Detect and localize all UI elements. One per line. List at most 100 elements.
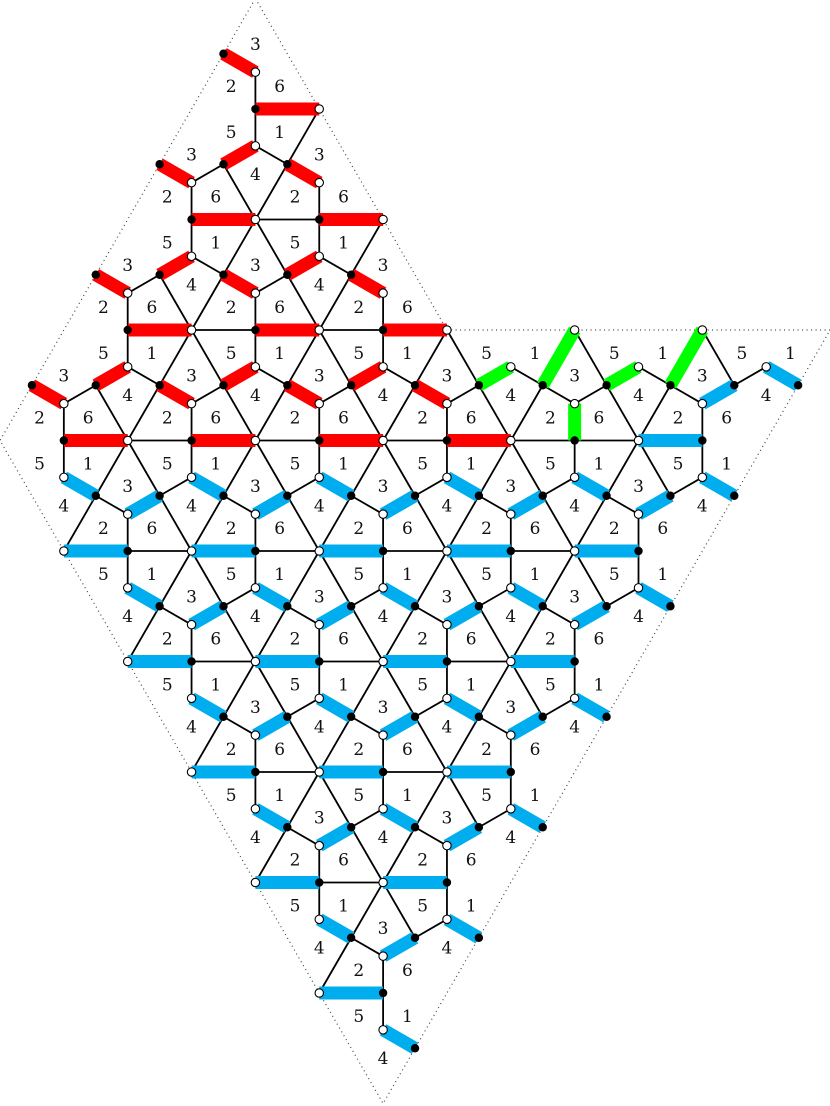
- graph-edge: [478, 605, 512, 662]
- face-label: 5: [162, 233, 173, 253]
- face-label: 6: [210, 188, 221, 208]
- graph-edge: [510, 366, 544, 387]
- white-vertex: [697, 325, 708, 335]
- black-vertex: [538, 712, 547, 721]
- face-label: 2: [162, 409, 173, 429]
- face-label: 2: [353, 519, 364, 539]
- black-vertex: [123, 325, 132, 335]
- face-label: 4: [314, 938, 325, 958]
- face-label: 2: [226, 298, 237, 318]
- dimer-blue: [699, 471, 738, 502]
- graph-edge: [286, 771, 321, 828]
- black-vertex: [219, 712, 228, 721]
- graph-edge: [318, 550, 352, 607]
- dimer-red: [411, 379, 451, 410]
- white-vertex: [506, 656, 516, 667]
- dimer-blue: [635, 582, 674, 612]
- white-vertex: [250, 804, 261, 814]
- dimer-blue: [571, 471, 610, 502]
- white-vertex: [314, 767, 324, 777]
- dimer-green: [664, 326, 708, 389]
- graph-edge: [190, 550, 225, 607]
- graph-edge: [286, 697, 320, 718]
- graph-edge: [318, 716, 352, 773]
- face-label: 5: [481, 786, 492, 806]
- face-label: 1: [338, 675, 349, 695]
- face-label: 6: [530, 519, 541, 539]
- black-vertex: [27, 381, 37, 390]
- face-label: 4: [378, 607, 389, 627]
- graph-edge: [126, 384, 161, 441]
- face-label: 5: [162, 675, 173, 695]
- dimer-blue: [699, 379, 738, 410]
- dimer-blue: [379, 490, 419, 520]
- graph-edge: [350, 219, 384, 276]
- graph-edge: [190, 274, 225, 331]
- face-label: 4: [378, 828, 389, 848]
- black-vertex: [315, 657, 324, 666]
- graph-edge: [382, 366, 416, 387]
- graph-edge: [350, 936, 384, 957]
- face-label: 6: [210, 409, 221, 429]
- black-vertex: [538, 491, 547, 500]
- graph-edge: [222, 605, 257, 662]
- black-vertex: [602, 491, 611, 500]
- white-vertex: [250, 362, 261, 372]
- black-vertex: [219, 381, 228, 390]
- graph-edge: [382, 384, 416, 441]
- black-vertex: [378, 546, 388, 556]
- face-label: 6: [466, 851, 477, 871]
- graph-edge: [254, 273, 288, 294]
- white-vertex: [378, 288, 388, 298]
- face-label: 1: [402, 565, 413, 585]
- white-vertex: [378, 435, 388, 446]
- face-label: 2: [481, 519, 492, 539]
- graph-edge: [541, 495, 576, 552]
- dimer-red: [220, 48, 259, 78]
- graph-edge: [94, 384, 129, 441]
- graph-edge: [158, 274, 193, 331]
- face-label: 1: [274, 123, 285, 143]
- graph-edge: [127, 273, 161, 294]
- white-vertex: [378, 804, 388, 814]
- face-label: 1: [338, 454, 349, 474]
- face-label: 3: [378, 698, 389, 718]
- face-label: 2: [417, 851, 428, 871]
- face-label: 6: [83, 409, 94, 429]
- face-label: 4: [314, 496, 325, 516]
- dimer-red: [156, 379, 195, 410]
- dimer-blue: [443, 821, 483, 852]
- face-label: 4: [122, 607, 133, 627]
- white-vertex: [186, 398, 197, 409]
- dimer-red: [92, 269, 131, 299]
- graph-edge: [606, 587, 639, 608]
- face-label: 1: [530, 565, 541, 585]
- dimer-red: [284, 158, 323, 189]
- white-vertex: [442, 398, 452, 409]
- face-label: 3: [378, 256, 389, 276]
- graph-edge: [286, 476, 320, 497]
- black-vertex: [91, 491, 100, 500]
- face-label: 3: [569, 367, 580, 387]
- graph-edge: [510, 605, 544, 662]
- graph-edge: [254, 145, 288, 166]
- graph-edge: [190, 495, 225, 552]
- white-vertex: [186, 693, 197, 704]
- face-label: 1: [147, 565, 158, 585]
- face-label: 4: [697, 496, 708, 516]
- graph-edge: [510, 384, 544, 441]
- face-label: 3: [186, 588, 197, 608]
- black-vertex: [219, 270, 228, 279]
- dimer-red: [347, 361, 387, 391]
- face-label: 2: [417, 409, 428, 429]
- black-vertex: [155, 602, 164, 611]
- graph-edge: [542, 605, 576, 626]
- dimer-red: [220, 269, 259, 299]
- face-label: 5: [545, 675, 556, 695]
- graph-edge: [94, 440, 129, 497]
- white-vertex: [697, 472, 708, 483]
- face-label: 5: [481, 565, 492, 585]
- face-label: 4: [569, 496, 580, 516]
- dimer-blue: [443, 692, 483, 723]
